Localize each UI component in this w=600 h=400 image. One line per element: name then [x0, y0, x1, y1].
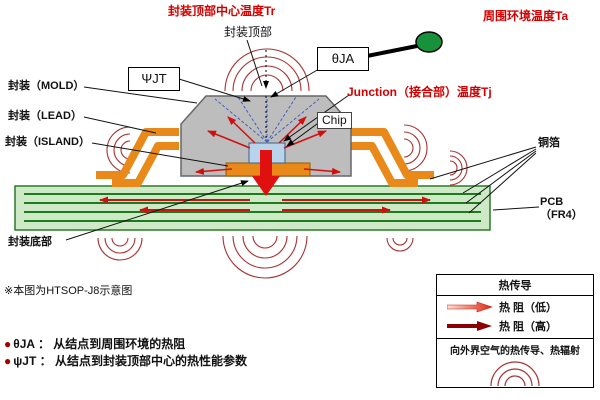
- footnote-theta-line: ●θJA ： 从结点到周围环境的热阻: [4, 324, 185, 352]
- legend-low-label: 热 阻（低）: [499, 302, 558, 314]
- legend-title: 热传导: [437, 275, 593, 296]
- label-top-center-temp: 封装顶部中心温度Tr: [168, 4, 276, 18]
- ambient-node: [366, 31, 443, 58]
- label-package-top: 封装顶部: [224, 25, 273, 39]
- label-mold: 封装（MOLD）: [8, 80, 85, 92]
- legend-high-label: 热 阻（高）: [499, 321, 558, 333]
- label-island: 封装（ISLAND）: [5, 136, 90, 148]
- high-resistance-arrow-icon: [447, 321, 492, 331]
- legend-radiation-label: 向外界空气的热传导、热辐射: [437, 338, 593, 357]
- package-leads: [96, 128, 434, 187]
- legend-box: 热传导 热 阻（低） 热 阻（高） 向外界空气的热传导、热辐射: [436, 274, 594, 388]
- legend-arcs: [437, 358, 593, 391]
- heat-flow-arrows: [99, 116, 431, 214]
- footnote-psi-line: ●ψJT ： 从结点到封装顶部中心的热性能参数: [4, 341, 247, 369]
- label-lead: 封装（LEAD）: [8, 110, 82, 122]
- bullet-icon: ●: [4, 336, 12, 351]
- bullet-icon: ●: [4, 353, 12, 368]
- radiation-arcs-icon: [490, 361, 540, 387]
- chip-heat-fan-dashed: [214, 96, 320, 143]
- pcb-board: [14, 185, 491, 231]
- psi-jt-box: ΨJT: [128, 67, 180, 91]
- footnote-psi-text: ψJT ： 从结点到封装顶部中心的热性能参数: [13, 353, 247, 368]
- theta-ja-box: θJA: [317, 47, 369, 71]
- connector-lines: [65, 39, 540, 241]
- footnote-note: ※本图为HTSOP-J8示意图: [4, 285, 133, 297]
- label-pcb: PCB （FR4）: [540, 196, 583, 221]
- legend-row-high: 热 阻（高）: [437, 315, 593, 334]
- label-chip: Chip: [317, 112, 352, 129]
- low-resistance-arrow-icon: [447, 301, 493, 313]
- label-junction-temp: Junction（接合部）温度Tj: [347, 85, 492, 99]
- label-copper-foil: 铜箔: [538, 137, 560, 149]
- label-ambient-temp: 周围环境温度Ta: [483, 9, 569, 23]
- footnote-theta-text: θJA ： 从结点到周围环境的热阻: [13, 336, 186, 351]
- label-package-bottom: 封装底部: [8, 236, 52, 248]
- legend-row-low: 热 阻（低）: [437, 296, 593, 315]
